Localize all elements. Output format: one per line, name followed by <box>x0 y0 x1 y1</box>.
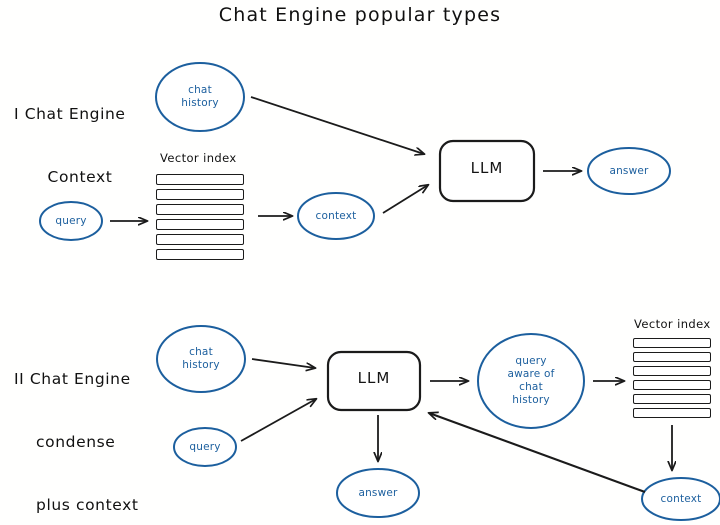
section-2-heading-line-2: condense <box>36 433 116 451</box>
section-1-context-node[interactable] <box>297 192 375 240</box>
section-1-heading-line-2: Context <box>47 168 113 186</box>
vector-index-row <box>156 234 244 245</box>
vector-index-row <box>633 366 711 376</box>
page-title: Chat Engine popular types <box>218 4 502 26</box>
vector-index-row <box>633 394 711 404</box>
section-1-llm-node[interactable] <box>438 139 536 203</box>
vector-index-row <box>156 204 244 215</box>
vector-index-row <box>633 380 711 390</box>
section-2-heading: II Chat Engine condense plus context <box>14 327 184 525</box>
section-2-chat-history-node[interactable] <box>156 325 246 393</box>
section-2-context-node[interactable] <box>641 477 720 521</box>
section-2-answer-node[interactable] <box>336 468 420 518</box>
arrow-s2-query-to-llm <box>240 399 316 442</box>
vector-index-row <box>633 408 711 418</box>
arrow-s2-context-to-llm <box>429 413 646 493</box>
section-1-chat-history-node[interactable] <box>155 62 245 132</box>
vector-index-row <box>156 174 244 185</box>
section-2-vector-index-caption: Vector index <box>634 317 711 331</box>
section-1-answer-node[interactable] <box>587 147 671 195</box>
arrow-s1-context-to-llm <box>382 185 428 214</box>
section-1-heading-line-1: I Chat Engine <box>14 105 126 123</box>
section-1-query-node[interactable] <box>39 201 103 241</box>
section-1-vector-index <box>156 174 244 260</box>
arrow-s2-chat-history-to-llm <box>251 358 315 368</box>
section-2-llm-node[interactable] <box>326 350 422 412</box>
vector-index-row <box>156 189 244 200</box>
arrow-s1-chat-history-to-llm <box>250 96 424 154</box>
vector-index-row <box>156 219 244 230</box>
section-2-query-node[interactable] <box>173 427 237 467</box>
section-2-vector-index <box>633 338 711 418</box>
section-2-query-aware-node[interactable] <box>477 333 585 429</box>
vector-index-row <box>633 352 711 362</box>
vector-index-row <box>156 249 244 260</box>
section-2-heading-line-3: plus context <box>36 496 139 514</box>
vector-index-row <box>633 338 711 348</box>
section-1-heading: I Chat Engine Context <box>14 62 164 230</box>
section-2-heading-line-1: II Chat Engine <box>14 370 131 388</box>
section-1-vector-index-caption: Vector index <box>160 151 237 165</box>
